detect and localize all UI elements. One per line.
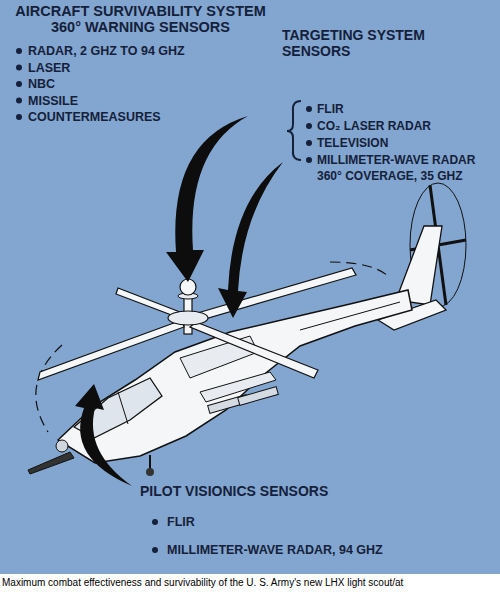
bullet-item: RADAR, 2 GHZ TO 94 GHZ xyxy=(28,43,278,59)
bullet xyxy=(306,106,312,112)
pointer-arrow xyxy=(218,162,283,318)
bullet xyxy=(16,98,22,104)
bullet-item: MILLIMETER-WAVE RADAR 360° COVERAGE, 35 … xyxy=(317,152,493,184)
pointer-arrow xyxy=(75,384,132,486)
bullet-item: MISSILE xyxy=(28,93,278,109)
bullet-item: MILLIMETER-WAVE RADAR, 94 GHZ xyxy=(167,542,467,558)
bullet xyxy=(152,547,158,553)
bullet-item: TELEVISION xyxy=(317,135,493,151)
bullet xyxy=(16,48,22,54)
rotor-blade xyxy=(194,268,356,321)
bullet xyxy=(16,65,22,71)
canopy-frame xyxy=(118,392,128,424)
bullet-item: CO₂ LASER RADAR xyxy=(317,118,493,134)
bullet-item: FLIR xyxy=(167,514,467,530)
bullet-item: NBC xyxy=(28,76,278,92)
tail-boom-line xyxy=(300,302,400,330)
nose-sensor xyxy=(56,440,68,452)
bullet-item: COUNTERMEASURES xyxy=(28,109,278,125)
rotor-disc xyxy=(36,345,62,432)
landing-gear xyxy=(149,455,151,470)
bullet-item: FLIR xyxy=(317,101,493,117)
rotor-hub xyxy=(168,311,208,325)
bullet xyxy=(152,519,158,525)
missile-pod xyxy=(238,387,279,406)
wheel xyxy=(146,468,154,476)
bullet xyxy=(16,81,22,87)
bullet xyxy=(306,157,312,163)
bullet xyxy=(306,123,312,129)
figure-caption: Maximum combat effectiveness and surviva… xyxy=(2,576,403,590)
nose-gun xyxy=(28,452,74,474)
section-heading: TARGETING SYSTEM SENSORS xyxy=(282,27,442,59)
rotor-blade xyxy=(38,320,184,380)
section-heading: AIRCRAFT SURVIVABILITY SYSTEM 360° WARNI… xyxy=(3,3,278,35)
caption-strip xyxy=(0,574,500,592)
bullet xyxy=(16,114,22,120)
bullet-item: LASER xyxy=(28,60,278,76)
background xyxy=(0,0,500,574)
fuselage xyxy=(58,290,412,463)
bullet xyxy=(306,140,312,146)
section-heading: PILOT VISIONICS SENSORS xyxy=(140,483,440,499)
bracket xyxy=(287,101,301,160)
rotor-blade xyxy=(190,322,318,378)
